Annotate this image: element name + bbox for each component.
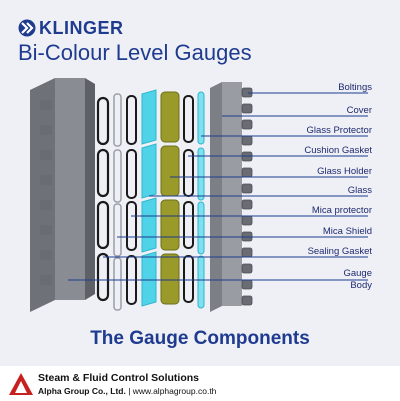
section-subtitle: The Gauge Components [90, 328, 310, 349]
brand-logo: KLINGER [18, 18, 124, 38]
gauge-body-illustration [30, 78, 95, 312]
sealing-gasket-illustration [96, 96, 110, 302]
footer-company-line: Alpha Group Co., Ltd. | www.alphagroup.c… [38, 386, 216, 396]
cover-illustration [210, 82, 242, 312]
label-body: Body [350, 280, 372, 291]
footer-website[interactable]: | www.alphagroup.co.th [128, 386, 217, 396]
label-boltings: Boltings [338, 82, 372, 93]
page-title: Bi-Colour Level Gauges [18, 40, 252, 65]
alpha-triangle-icon [9, 373, 33, 395]
label-glass-holder: Glass Holder [317, 166, 372, 177]
glass-protector-illustration [197, 91, 205, 309]
label-sealing-gasket: Sealing Gasket [307, 246, 372, 257]
boltings-illustration [241, 87, 253, 306]
mica-shield-illustration [113, 93, 122, 311]
klinger-logo-icon [18, 19, 36, 37]
exploded-diagram [30, 78, 368, 312]
footer-company: Alpha Group Co., Ltd. [38, 386, 126, 396]
cushion-gasket-illustration [183, 95, 194, 303]
label-gauge: Gauge [343, 268, 372, 279]
label-cushion-gasket: Cushion Gasket [304, 145, 372, 156]
alpha-group-logo [8, 372, 34, 401]
label-cover: Cover [346, 105, 372, 116]
label-glass-protector: Glass Protector [306, 125, 372, 136]
label-mica-protector: Mica protector [311, 205, 372, 216]
glass-illustration [141, 89, 157, 307]
mica-protector-illustration [126, 95, 137, 305]
glass-holder-illustration [160, 91, 180, 305]
leader-lines [68, 92, 368, 281]
label-glass: Glass [347, 185, 372, 196]
label-mica-shield: Mica Shield [322, 226, 372, 237]
brand-name: KLINGER [39, 17, 124, 38]
footer-tagline: Steam & Fluid Control Solutions [38, 372, 199, 384]
